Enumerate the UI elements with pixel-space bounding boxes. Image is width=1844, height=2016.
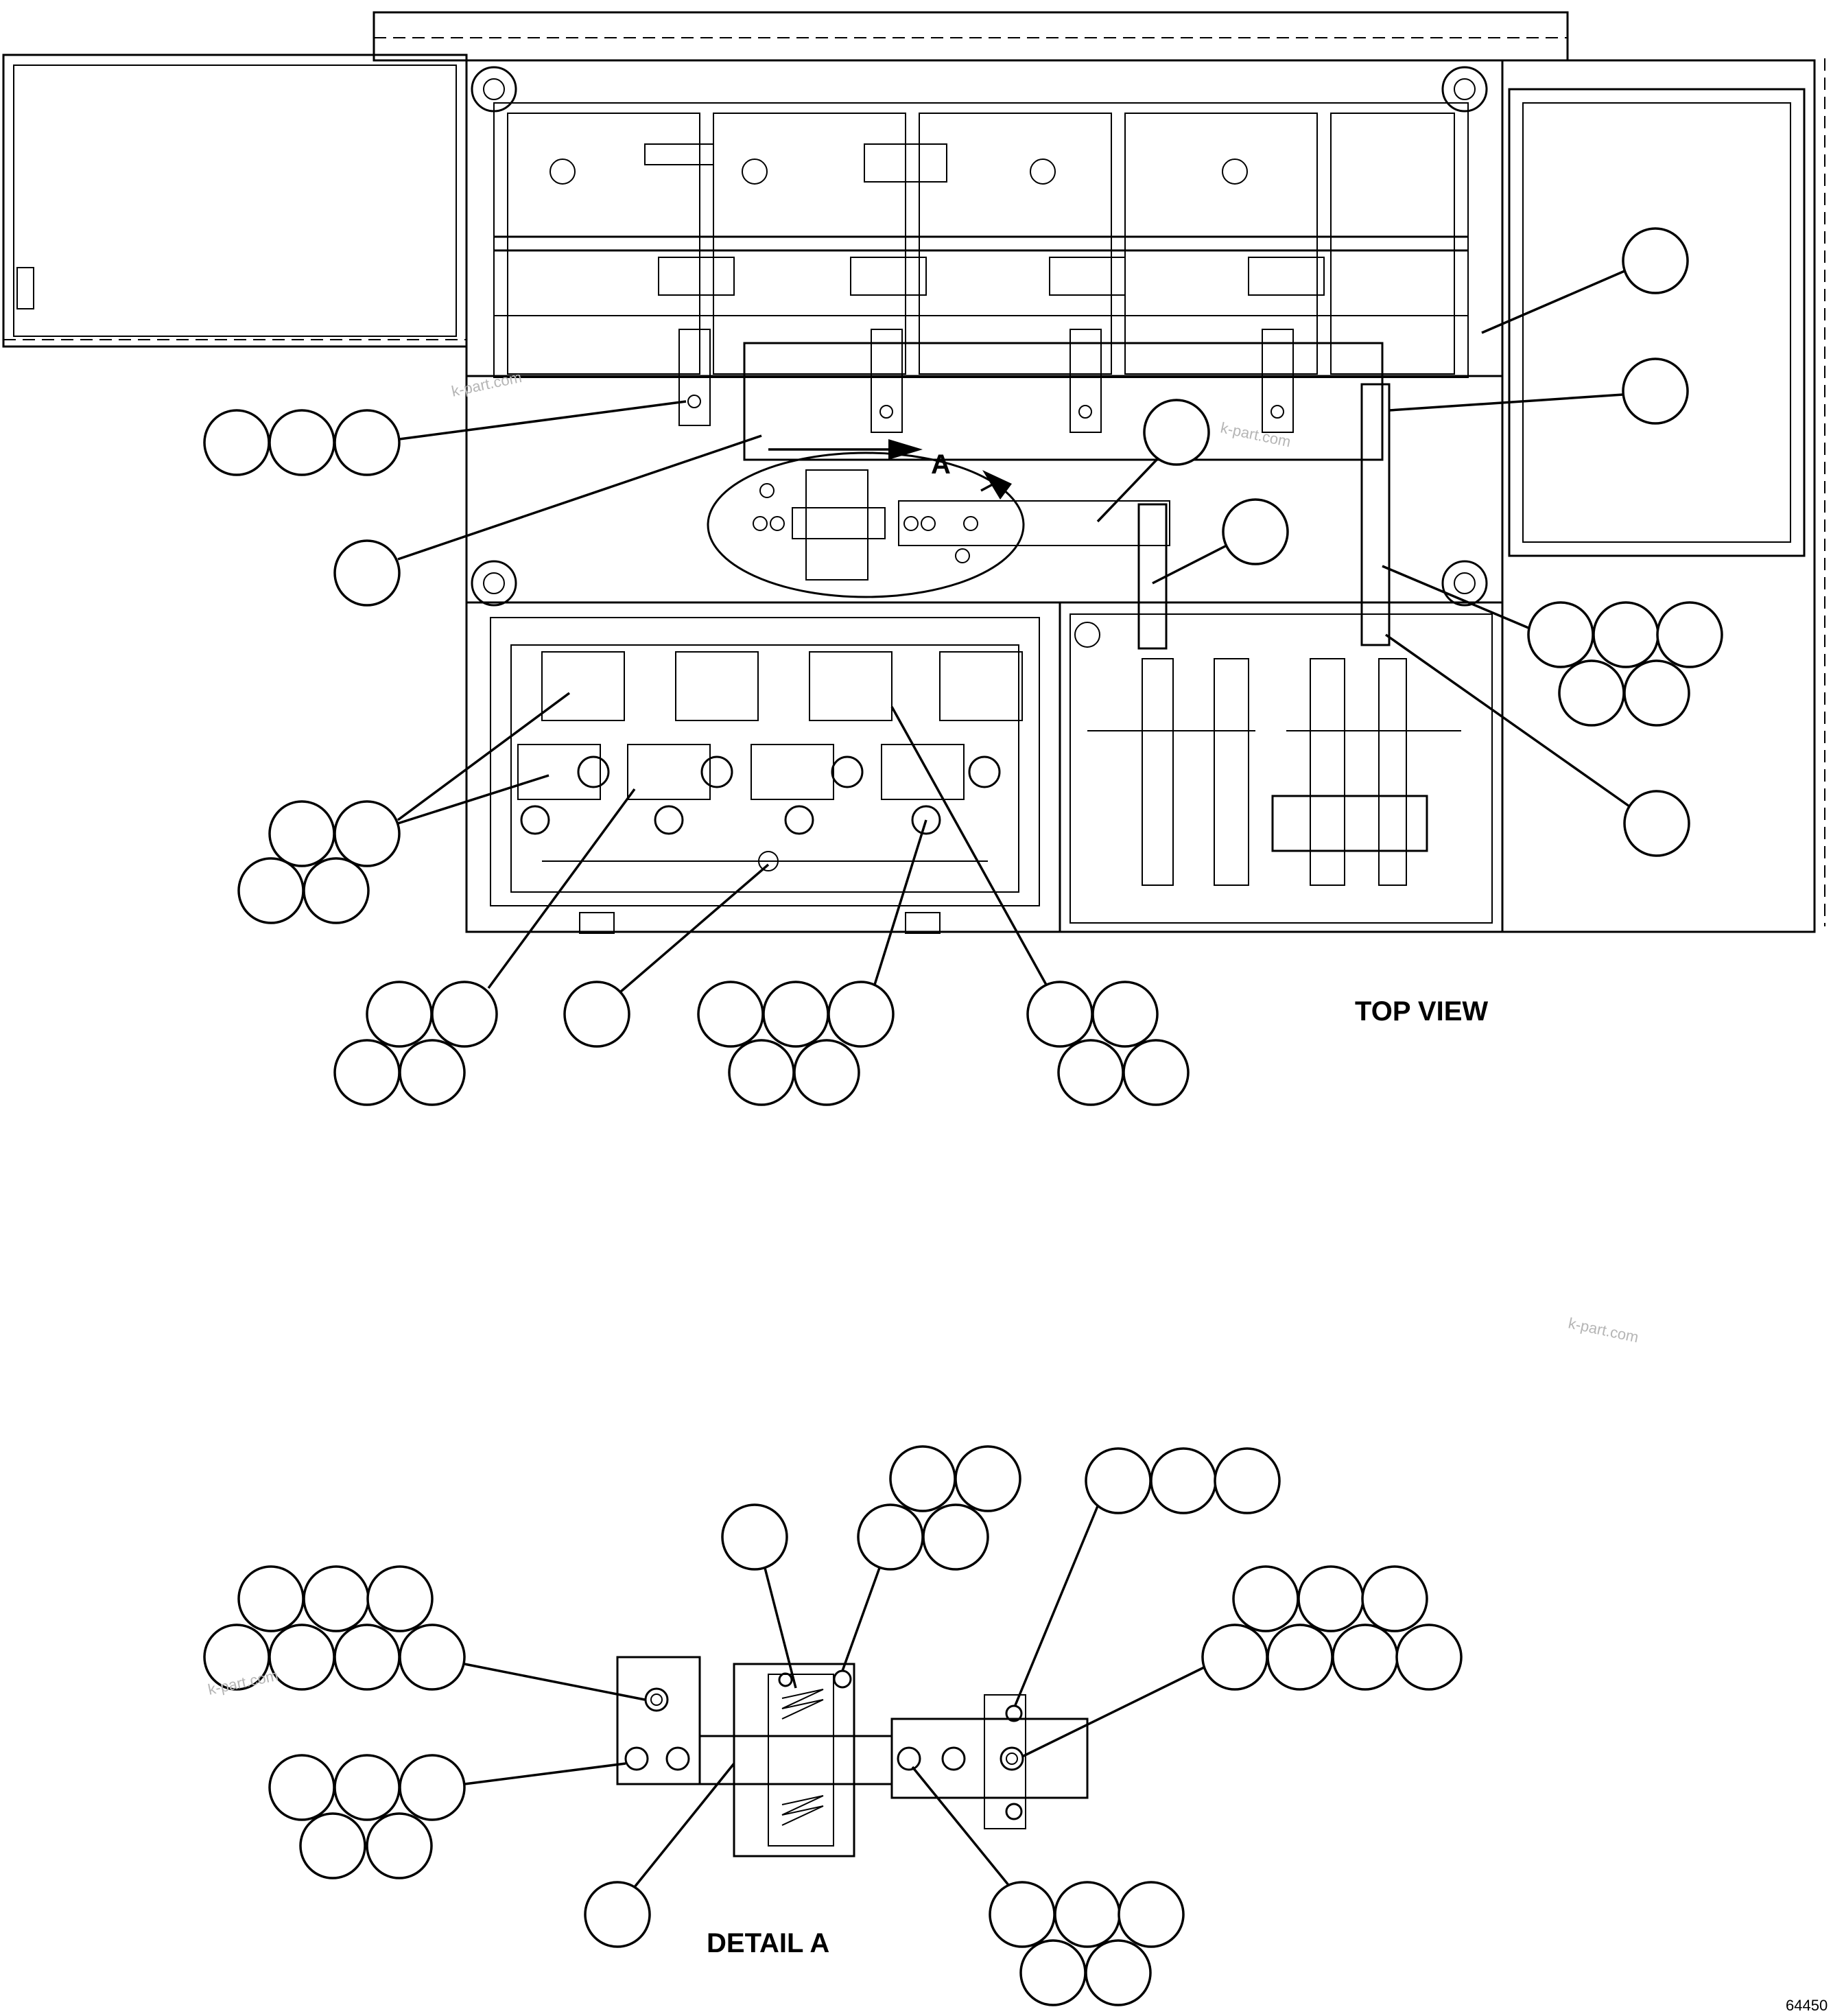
- figure-number: 64450: [1786, 1997, 1828, 2014]
- contactors: [517, 651, 1023, 934]
- detail-a-callouts: [203, 1445, 1463, 2006]
- detail-a-title: DETAIL A: [707, 1928, 829, 1958]
- top-view-callouts: [203, 227, 1723, 1106]
- spring-icon: [781, 1689, 824, 1720]
- arrow-left-icon: [982, 470, 1012, 500]
- cylinder-bank: [493, 102, 1469, 378]
- corner-rollers: [471, 66, 1488, 607]
- top-view-assembly: [2, 11, 1825, 934]
- watermark: k-part.com: [1567, 1314, 1640, 1346]
- watermark: k-part.com: [1219, 419, 1292, 450]
- detail-marker: A: [931, 449, 951, 480]
- detail-a-callout: A: [707, 439, 1025, 598]
- arrow-right-icon: [888, 439, 923, 460]
- detail-a-assembly: [616, 1656, 1089, 1857]
- top-view-title: TOP VIEW: [1355, 996, 1488, 1027]
- mounting-brackets: [678, 329, 1294, 433]
- watermark: k-part.com: [450, 368, 523, 400]
- spring-icon: [781, 1795, 824, 1826]
